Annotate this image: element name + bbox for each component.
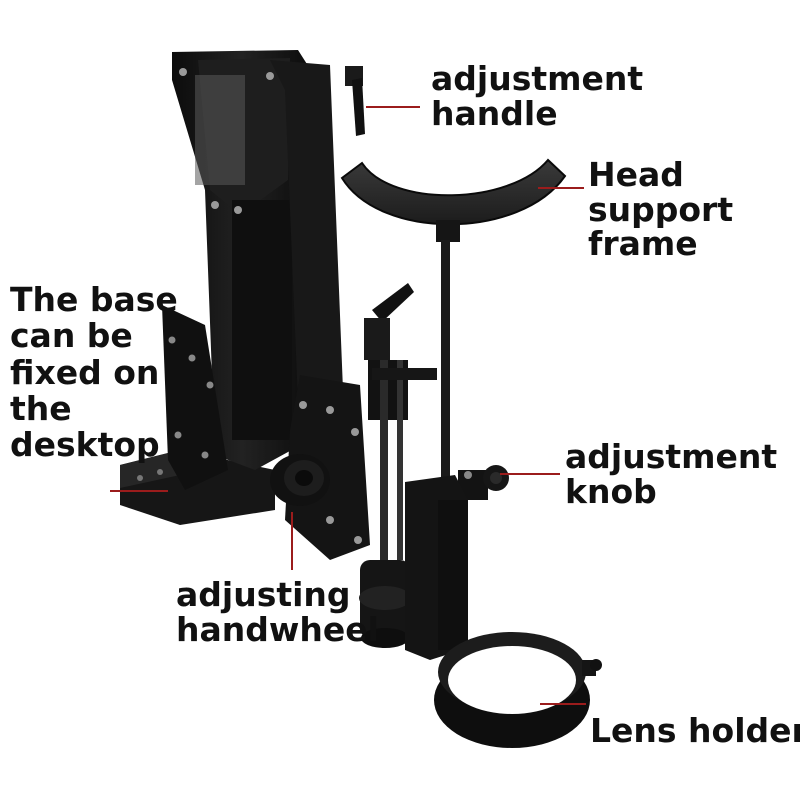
focus-cylinder bbox=[359, 560, 411, 648]
label-lens-holder: Lens holder bbox=[590, 711, 800, 750]
rails bbox=[372, 360, 437, 560]
label-adjustment-handle: adjustment handle bbox=[431, 59, 644, 133]
lever bbox=[364, 283, 414, 420]
adjustment-knob bbox=[458, 465, 509, 500]
main-column bbox=[172, 50, 345, 470]
side-plate bbox=[162, 305, 228, 490]
label-adjustment-knob: adjustment knob bbox=[565, 437, 778, 511]
adjustment-handle bbox=[345, 66, 365, 136]
label-adjusting-handwheel: adjusting handwheel bbox=[176, 575, 379, 649]
base-plate bbox=[120, 450, 275, 525]
adjusting-handwheel bbox=[270, 454, 330, 506]
label-head-support-frame: Head support frame bbox=[588, 155, 734, 264]
lens-bracket bbox=[405, 475, 468, 660]
callout-lines bbox=[110, 106, 586, 705]
front-plate bbox=[285, 375, 370, 560]
lens-holder-ring bbox=[434, 632, 602, 748]
label-base-fixed: The base can be fixed on the desktop bbox=[10, 280, 178, 465]
head-support bbox=[340, 158, 567, 490]
